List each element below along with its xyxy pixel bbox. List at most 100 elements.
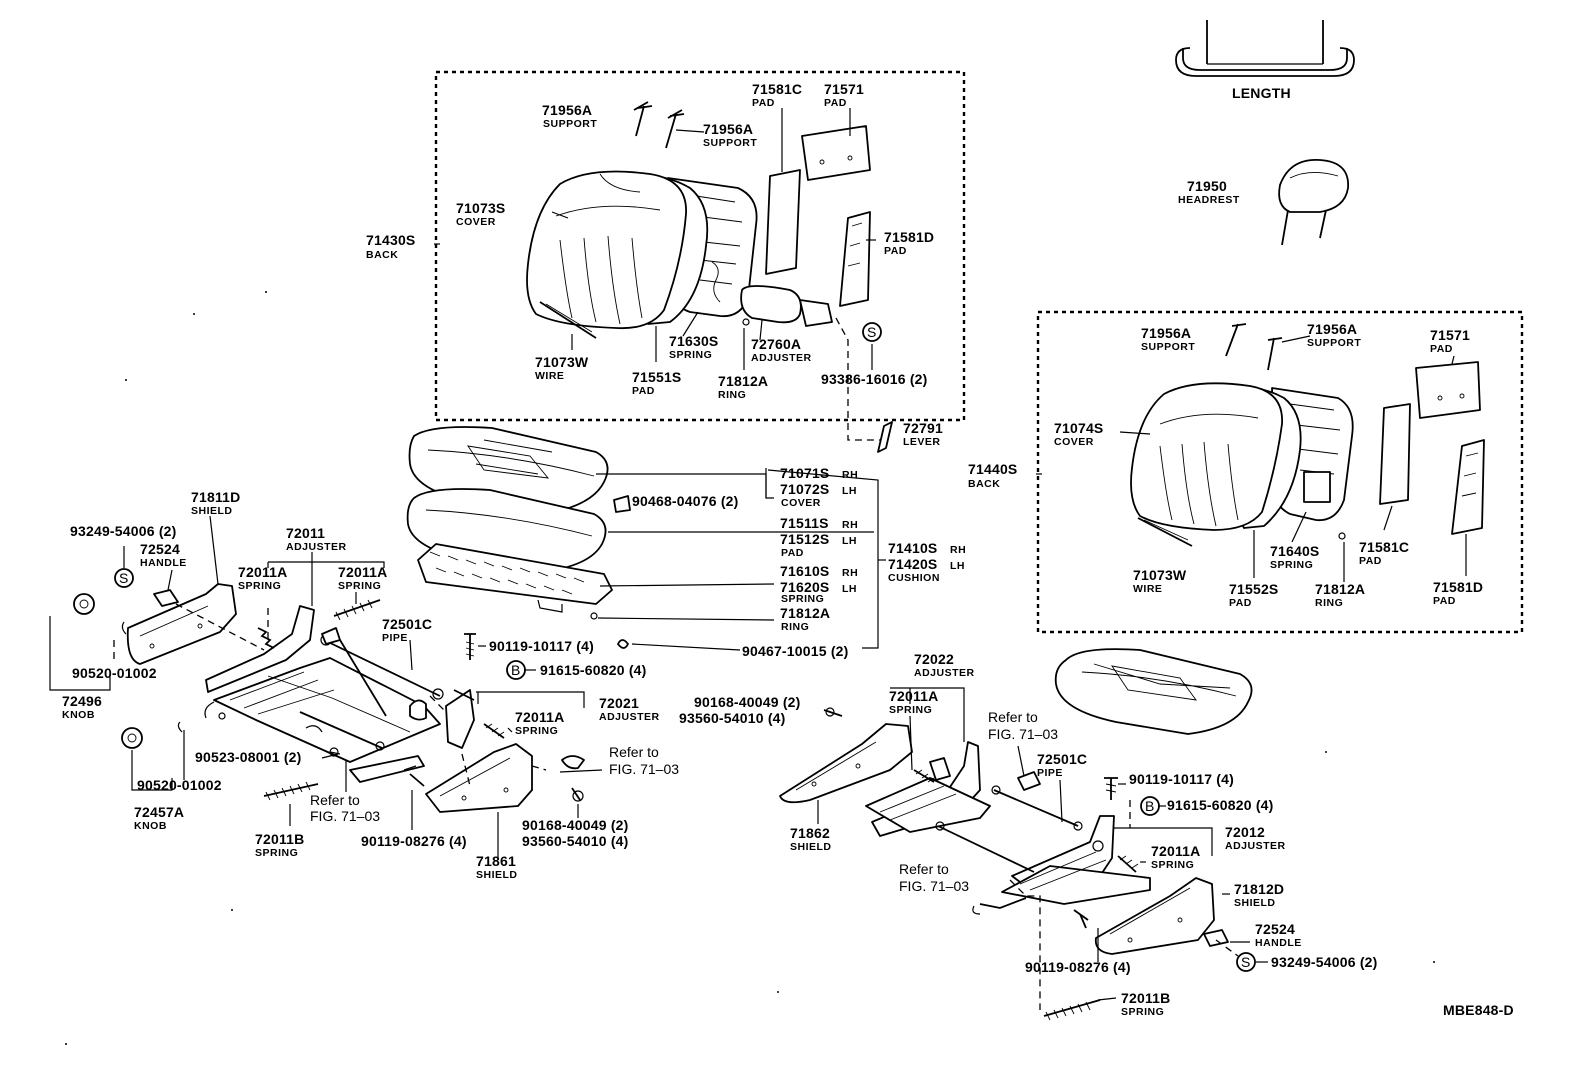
- label-71430S-sub: BACK: [366, 249, 398, 261]
- right-track-leaders: [817, 687, 1268, 1010]
- label-l90520-1: 90520-01002: [72, 665, 157, 681]
- tag-lh-3: LH: [950, 560, 965, 572]
- label-r71581D: 71581D: [1433, 579, 1483, 595]
- label-r71812A: 71812A: [1315, 581, 1365, 597]
- label-71630S-sub: SPRING: [669, 349, 712, 361]
- length-symbol: LENGTH: [1175, 20, 1355, 101]
- right-cushion-drawing: [1054, 648, 1253, 735]
- label-r71812A-sub: RING: [1315, 597, 1343, 609]
- label-71581D: 71581D: [884, 229, 934, 245]
- label-r72501C-sub: PIPE: [1037, 767, 1063, 779]
- label-71861-sub: SHIELD: [476, 869, 518, 881]
- label-pad-sub: PAD: [781, 547, 804, 559]
- label-r71571: 71571: [1430, 327, 1470, 343]
- label-71581C-sub: PAD: [752, 97, 775, 109]
- label-72760A: 72760A: [751, 336, 801, 352]
- label-90468: 90468-04076 (2): [632, 493, 739, 509]
- symbol-s-upper: S: [862, 322, 882, 342]
- label-71950-sub: HEADREST: [1178, 194, 1240, 206]
- label-l72011A-2-sub: SPRING: [338, 580, 381, 592]
- tag-rh-1: RH: [842, 469, 858, 481]
- label-l93560: 93560-54010 (4): [522, 833, 629, 849]
- label-l72501C: 72501C: [382, 616, 432, 632]
- label-72022-sub: ADJUSTER: [914, 667, 975, 679]
- label-71956A-2-sub: SUPPORT: [703, 137, 757, 149]
- label-l72011B: 72011B: [255, 831, 304, 847]
- label-l72011A-1-sub: SPRING: [238, 580, 281, 592]
- label-r71073W: 71073W: [1133, 567, 1187, 583]
- label-r72011A-2-sub: SPRING: [1151, 859, 1194, 871]
- label-72021: 72021: [599, 695, 639, 711]
- label-90523: 90523-08001 (2): [195, 749, 302, 765]
- label-72496-sub: KNOB: [62, 709, 95, 721]
- scan-specks: [65, 291, 1435, 1045]
- label-r90168: 90168-40049 (2): [694, 694, 801, 710]
- label-72760A-sub: ADJUSTER: [751, 352, 812, 364]
- label-71073S: 71073S: [456, 200, 505, 216]
- label-l93249: 93249-54006 (2): [70, 523, 177, 539]
- label-r-ref2-b: FIG. 71–03: [899, 878, 969, 894]
- left-track-drawing: S B: [49, 568, 585, 813]
- label-l72011A-1: 72011A: [238, 564, 287, 580]
- label-r-ref2-a: Refer to: [899, 861, 949, 877]
- left-track-leaders: [113, 515, 603, 858]
- cushion-leaders: [596, 468, 886, 651]
- label-71410S: 71410S: [888, 540, 937, 556]
- label-r72011B: 72011B: [1121, 990, 1170, 1006]
- label-71862: 71862: [790, 825, 830, 841]
- label-r71956A-2-sub: SUPPORT: [1307, 337, 1361, 349]
- label-71551S: 71551S: [632, 369, 681, 385]
- label-72791-sub: LEVER: [903, 436, 941, 448]
- right-track-drawing: B S: [779, 707, 1256, 1021]
- label-71511S: 71511S: [780, 515, 829, 531]
- label-l90119-10117: 90119-10117 (4): [489, 638, 594, 654]
- label-l90520-2: 90520-01002: [137, 777, 222, 793]
- label-r72011B-sub: SPRING: [1121, 1006, 1164, 1018]
- label-71640S-sub: SPRING: [1270, 559, 1313, 571]
- label-cover-sub: COVER: [781, 497, 821, 509]
- label-r71956A-2: 71956A: [1307, 321, 1357, 337]
- tag-rh-3: RH: [950, 544, 966, 556]
- label-r-ref1-a: Refer to: [988, 709, 1038, 725]
- length-label: LENGTH: [1232, 85, 1291, 101]
- label-71072S: 71072S: [780, 481, 829, 497]
- label-71861: 71861: [476, 853, 516, 869]
- label-71620S: 71620S: [780, 579, 829, 595]
- label-l-ref1-b: FIG. 71–03: [310, 808, 380, 824]
- label-l90168: 90168-40049 (2): [522, 817, 629, 833]
- label-72021-sub: ADJUSTER: [599, 711, 660, 723]
- label-l72524: 72524: [140, 541, 180, 557]
- label-r71073W-sub: WIRE: [1133, 583, 1162, 595]
- right-back-box: [1036, 310, 1524, 634]
- symbol-s-right: S: [1241, 954, 1250, 970]
- symbol-s-left: S: [119, 570, 128, 586]
- label-r72524: 72524: [1255, 921, 1295, 937]
- label-l72524-sub: HANDLE: [140, 557, 187, 569]
- label-r90119-08276: 90119-08276 (4): [1025, 959, 1131, 975]
- symbol-b-left: B: [511, 662, 520, 678]
- label-71811D-sub: SHIELD: [191, 505, 233, 517]
- label-72457A-sub: KNOB: [134, 820, 167, 832]
- symbol-b-right: B: [1145, 798, 1154, 814]
- label-r93560: 93560-54010 (4): [679, 710, 786, 726]
- label-71073W: 71073W: [535, 354, 589, 370]
- label-l72011B-sub: SPRING: [255, 847, 298, 859]
- label-71071S: 71071S: [780, 465, 829, 481]
- label-l-ref2-a: Refer to: [609, 744, 659, 760]
- label-71074S-sub: COVER: [1054, 436, 1094, 448]
- label-r71581C-sub: PAD: [1359, 555, 1382, 567]
- tag-rh-2: RH: [842, 519, 858, 531]
- label-71812D-sub: SHIELD: [1234, 897, 1276, 909]
- label-r72501C: 72501C: [1037, 751, 1087, 767]
- cushion-stack-drawing: [406, 426, 631, 649]
- tag-lh-4: LH: [842, 583, 857, 595]
- label-72022: 72022: [914, 651, 954, 667]
- label-71956A-1: 71956A: [542, 102, 592, 118]
- diagram-code: MBE848-D: [1443, 1002, 1514, 1018]
- upper-back-leaders: [434, 108, 884, 441]
- label-r72011A-1-sub: SPRING: [889, 704, 932, 716]
- label-71581D-sub: PAD: [884, 245, 907, 257]
- label-r71956A-1-sub: SUPPORT: [1141, 341, 1195, 353]
- label-l72011A-3: 72011A: [515, 709, 564, 725]
